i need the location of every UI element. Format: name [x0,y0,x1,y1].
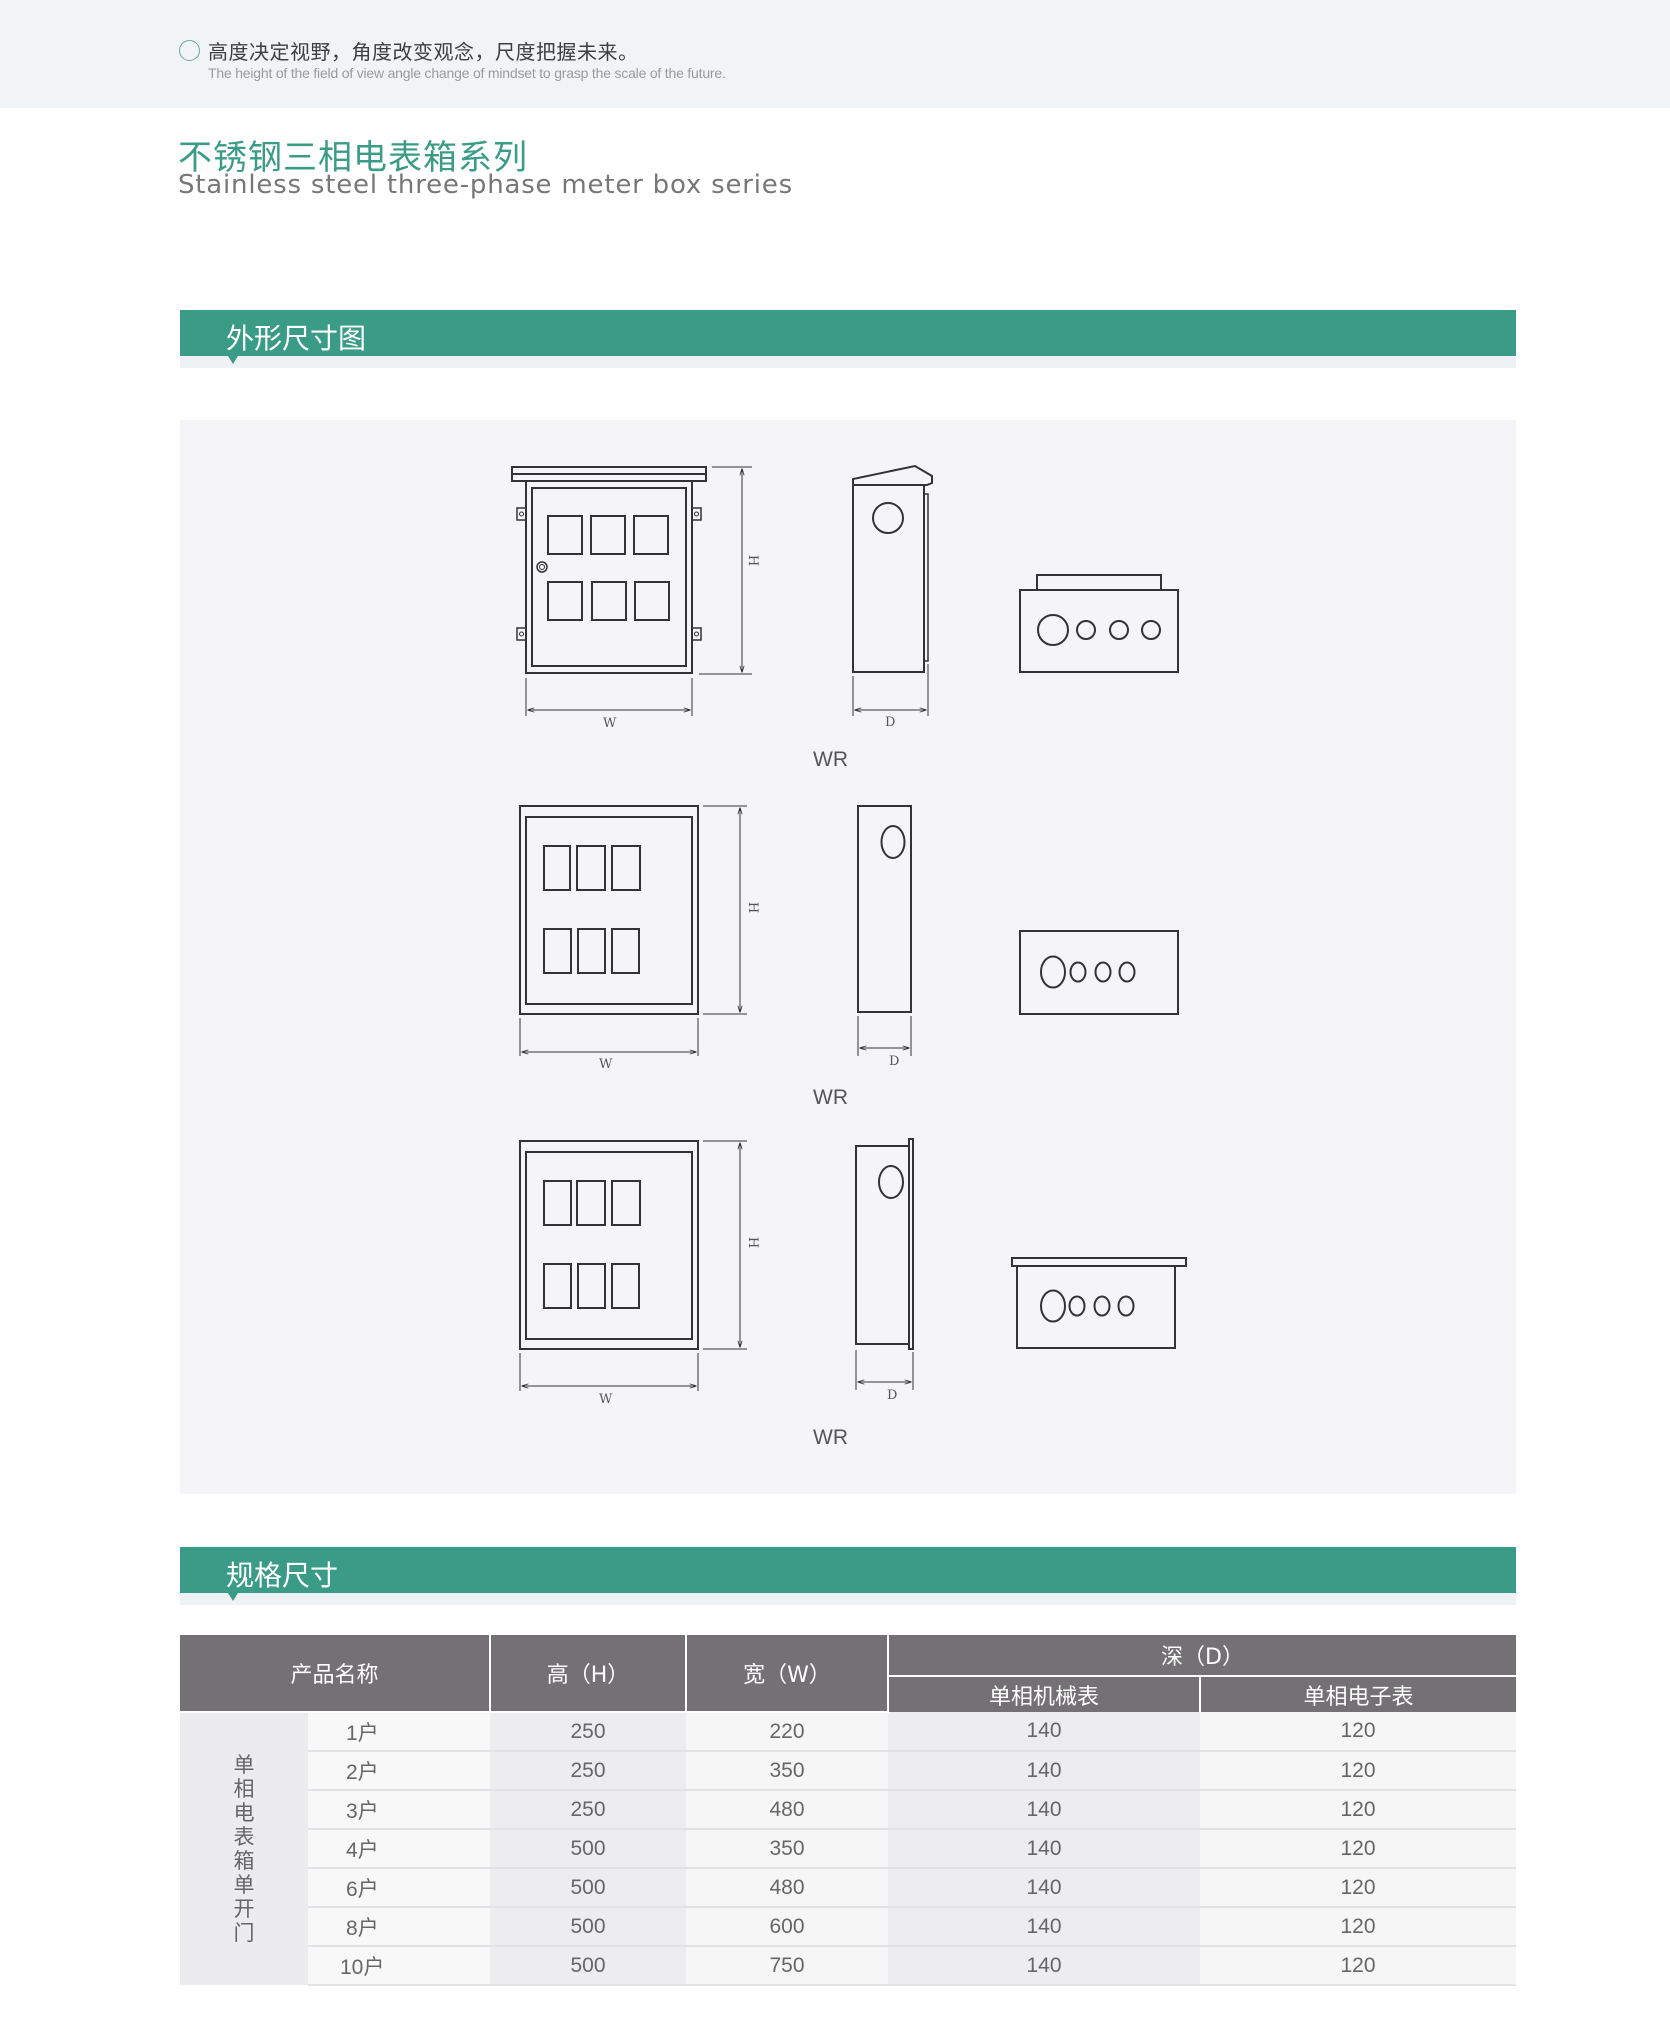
table-row: 3户 250 480 140 120 [180,1790,1517,1830]
dim-label-width: W [599,1057,613,1072]
dimension-drawings-panel: H W D WR H W D WR H W D WR [180,420,1516,1494]
slogan-banner: 高度决定视野，角度改变观念，尺度把握未来。 The height of the … [0,0,1670,108]
cell-depth-mechanical: 140 [888,1790,1201,1830]
dim-label-depth: D [889,1054,900,1069]
table-row: 2户 250 350 140 120 [180,1751,1517,1791]
cell-width: 220 [686,1712,889,1752]
drawing-front-view-3 [519,1140,747,1391]
cell-depth-electronic: 120 [1200,1751,1517,1791]
dim-label-width: W [599,1392,613,1407]
section-header-shadow [180,356,1516,368]
slogan-cn: 高度决定视野，角度改变观念，尺度把握未来。 [208,40,639,64]
dim-label-depth: D [885,715,896,730]
section-title: 外形尺寸图 [226,322,367,355]
cell-height: 250 [490,1751,687,1791]
header-depth-mechanical: 单相机械表 [888,1676,1202,1712]
header-depth-electronic: 单相电子表 [1200,1676,1517,1712]
cell-depth-electronic: 120 [1200,1829,1517,1869]
model-label: WR [813,1086,848,1109]
cell-height: 500 [490,1946,687,1986]
drawing-side-view-1 [852,464,933,716]
group-label-cell: 单相电表箱单开门 [180,1712,308,1985]
circle-outline-icon [179,40,200,61]
cell-height: 250 [490,1790,687,1830]
cell-depth-electronic: 120 [1200,1907,1517,1947]
slogan-en: The height of the field of view angle ch… [208,65,726,81]
cell-households: 2户 [308,1751,491,1791]
header-product-name: 产品名称 [180,1635,492,1713]
cell-households: 3户 [308,1790,491,1830]
spec-table: 产品名称 高（H） 宽（W） 深（D） 单相机械表 单相电子表 单相电表箱单开门… [180,1635,1517,1986]
page-title-cn: 不锈钢三相电表箱系列 [178,138,528,178]
model-label: WR [813,748,848,771]
cell-width: 480 [686,1790,889,1830]
cell-height: 500 [490,1868,687,1908]
cell-height: 250 [490,1712,687,1752]
cell-households: 4户 [308,1829,491,1869]
model-label: WR [813,1426,848,1449]
cell-households: 1户 [308,1712,491,1752]
table-row: 8户 500 600 140 120 [180,1907,1517,1947]
cell-depth-mechanical: 140 [888,1751,1201,1791]
section-header-dimensions-drawing: 外形尺寸图 [180,310,1516,368]
dim-label-height: H [745,901,761,914]
cell-depth-mechanical: 140 [888,1907,1201,1947]
dim-label-width: W [603,716,617,731]
cell-width: 350 [686,1751,889,1791]
table-row: 4户 500 350 140 120 [180,1829,1517,1869]
cell-depth-electronic: 120 [1200,1790,1517,1830]
drawing-side-view-3 [855,1138,914,1390]
cell-households: 8户 [308,1907,491,1947]
group-label: 单相电表箱单开门 [233,1752,255,1945]
cell-width: 350 [686,1829,889,1869]
cell-width: 600 [686,1907,889,1947]
page-title-en: Stainless steel three-phase meter box se… [178,170,793,200]
header-depth: 深（D） [888,1635,1517,1677]
cell-depth-electronic: 120 [1200,1946,1517,1986]
cell-households: 10户 [308,1946,491,1986]
cell-depth-electronic: 120 [1200,1868,1517,1908]
section-header-shadow [180,1593,1516,1605]
header-height: 高（H） [490,1635,688,1713]
cell-depth-mechanical: 140 [888,1829,1201,1869]
cell-depth-mechanical: 140 [888,1946,1201,1986]
cell-depth-mechanical: 140 [888,1868,1201,1908]
table-row: 单相电表箱单开门 1户 250 220 140 120 [180,1712,1517,1985]
dim-label-height: H [745,554,761,567]
drawing-bottom-view-1 [1019,574,1179,673]
cell-households: 6户 [308,1868,491,1908]
technical-drawings [511,464,1187,1391]
dim-label-height: H [745,1236,761,1249]
cell-height: 500 [490,1829,687,1869]
drawing-side-view-2 [857,805,912,1056]
table-row: 6户 500 480 140 120 [180,1868,1517,1908]
cell-height: 500 [490,1907,687,1947]
cell-depth-electronic: 120 [1200,1712,1517,1752]
drawing-front-view-1 [511,466,752,716]
dim-label-depth: D [887,1388,898,1403]
section-title: 规格尺寸 [226,1559,339,1592]
table-row: 10户 500 750 140 120 [180,1946,1517,1986]
header-width: 宽（W） [686,1635,890,1713]
cell-width: 750 [686,1946,889,1986]
drawing-bottom-view-3 [1011,1257,1187,1349]
drawing-front-view-2 [519,805,747,1056]
cell-width: 480 [686,1868,889,1908]
section-header-specifications: 规格尺寸 [180,1547,1516,1605]
drawing-bottom-view-2 [1019,930,1179,1015]
cell-depth-mechanical: 140 [888,1712,1201,1752]
